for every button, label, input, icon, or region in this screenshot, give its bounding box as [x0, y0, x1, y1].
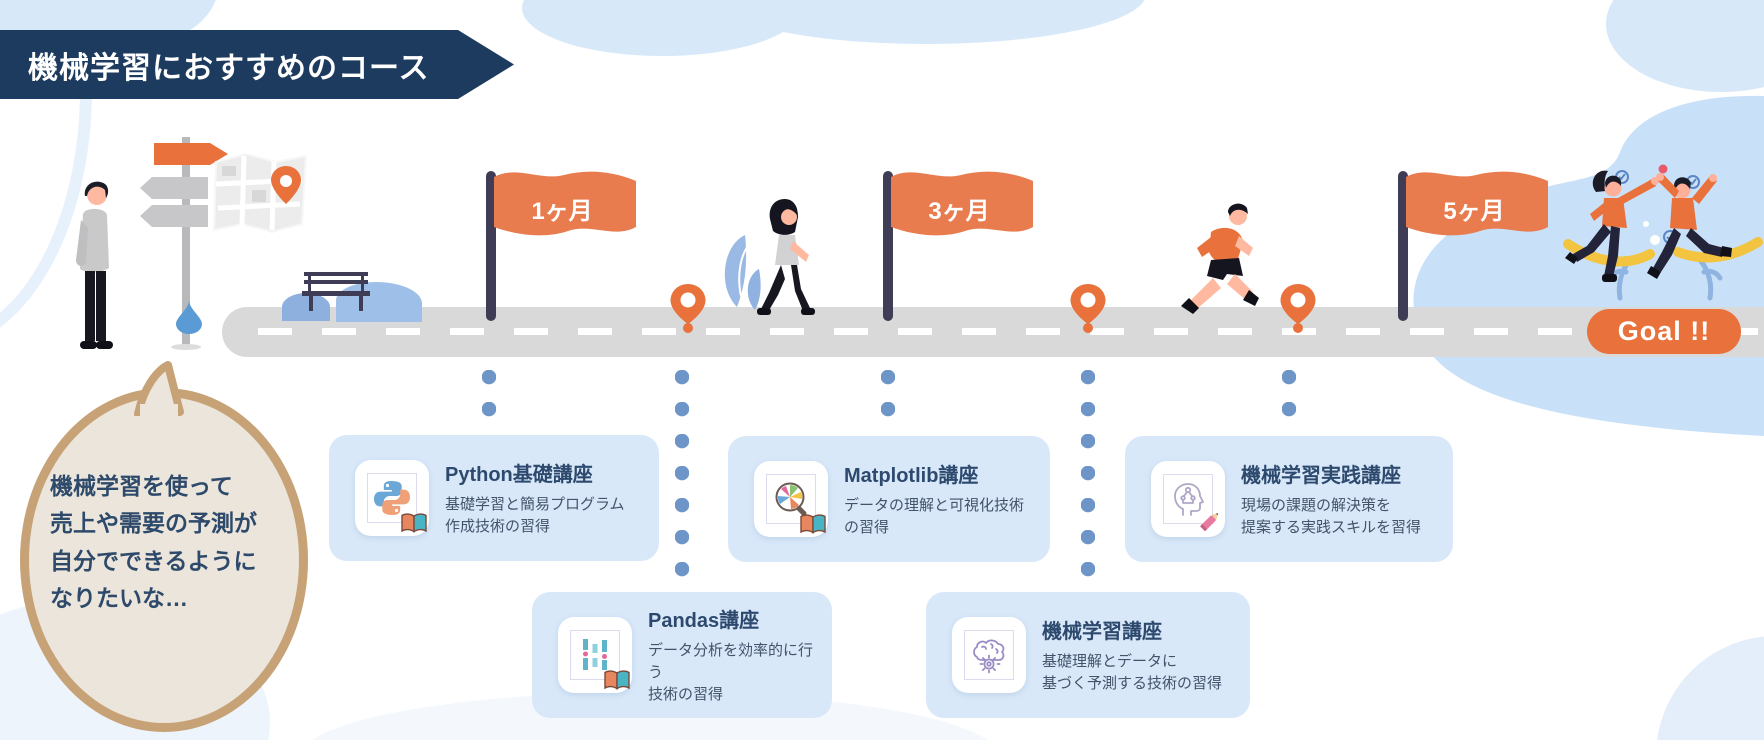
speech-bubble-text: 機械学習を使って 売上や需要の予測が 自分でできるように なりたいな…	[50, 473, 257, 611]
course-card-python[interactable]: Python基礎講座 基礎学習と簡易プログラム 作成技術の習得	[329, 435, 659, 561]
map-icon	[212, 152, 308, 234]
open-book-icon	[401, 513, 427, 533]
background-blob	[1606, 0, 1764, 92]
road-dashed-line	[258, 328, 1758, 335]
pencil-icon	[1200, 513, 1219, 532]
bench-illustration	[302, 272, 370, 311]
course-card-pandas[interactable]: Pandas講座 データ分析を効率的に行う 技術の習得	[532, 592, 832, 718]
course-title: 機械学習講座	[1042, 621, 1162, 644]
dotted-connector	[675, 370, 689, 594]
road-timeline	[222, 307, 1764, 357]
page-title: 機械学習におすすめのコース	[28, 51, 430, 85]
dotted-connector	[1081, 370, 1095, 594]
milestone-label: 5ヶ月	[1443, 198, 1505, 225]
flag-icon	[1406, 171, 1548, 236]
course-icon-tile	[754, 461, 828, 537]
dotted-connector	[1282, 370, 1296, 434]
title-banner: 機械学習におすすめのコース	[0, 30, 514, 99]
milestone-flag-3month: 3ヶ月	[883, 168, 1043, 323]
flag-pole	[1398, 171, 1408, 321]
open-book-icon	[604, 670, 630, 690]
open-book-icon	[800, 514, 826, 534]
head-flowchart-pencil-icon	[1163, 474, 1213, 524]
pin-base-dot	[1293, 323, 1303, 333]
course-description: データ分析を効率的に行う 技術の習得	[648, 642, 814, 703]
course-description: 現場の課題の解決策を 提案する実践スキルを習得	[1241, 497, 1422, 536]
course-icon-tile	[1151, 461, 1225, 537]
flag-pole	[883, 171, 893, 321]
water-drop-icon	[176, 300, 202, 334]
bush-shape	[282, 293, 330, 321]
dotted-connector	[881, 370, 895, 434]
location-pin-icon	[670, 284, 706, 324]
location-pin-icon	[1280, 284, 1316, 324]
python-logo-icon	[367, 473, 417, 523]
course-card-matplotlib[interactable]: Matplotlib講座 データの理解と可視化技術 の習得	[728, 436, 1050, 562]
background-blob	[1656, 636, 1764, 740]
bush-shape	[336, 282, 422, 322]
flag-pole	[486, 171, 496, 321]
milestone-label: 1ヶ月	[531, 198, 593, 225]
walking-person-illustration	[724, 199, 815, 315]
goal-badge: Goal !!	[1587, 309, 1741, 354]
location-pin-icon	[1070, 284, 1106, 324]
milestone-label: 3ヶ月	[928, 198, 990, 225]
standing-person-illustration	[76, 181, 113, 349]
course-card-machine-learning[interactable]: 機械学習講座 基礎理解とデータに 基づく予測する技術の習得	[926, 592, 1250, 718]
flag-icon	[891, 171, 1033, 236]
course-title: 機械学習実践講座	[1241, 465, 1401, 488]
course-icon-tile	[355, 460, 429, 536]
speech-bubble-tail	[134, 361, 184, 416]
course-card-ml-practice[interactable]: 機械学習実践講座 現場の課題の解決策を 提案する実践スキルを習得	[1125, 436, 1453, 562]
flag-icon	[494, 171, 636, 236]
course-description: 基礎理解とデータに 基づく予測する技術の習得	[1042, 653, 1223, 692]
running-person-illustration	[1181, 203, 1259, 314]
goal-label: Goal !!	[1617, 316, 1711, 346]
course-icon-tile	[952, 617, 1026, 693]
course-description: 基礎学習と簡易プログラム 作成技術の習得	[445, 496, 625, 535]
course-title: Matplotlib講座	[844, 465, 979, 488]
milestone-flag-1month: 1ヶ月	[486, 168, 646, 323]
brain-gear-icon	[964, 630, 1014, 680]
course-title: Python基礎講座	[445, 464, 593, 487]
pin-base-dot	[1083, 323, 1093, 333]
course-description: データの理解と可視化技術 の習得	[844, 497, 1025, 536]
signpost-illustration	[140, 137, 228, 350]
milestone-flag-5month: 5ヶ月	[1398, 168, 1558, 323]
course-title: Pandas講座	[648, 610, 760, 633]
pin-base-dot	[683, 323, 693, 333]
dotted-connector	[482, 370, 496, 434]
celebration-people-illustration	[1563, 164, 1763, 301]
course-icon-tile	[558, 617, 632, 693]
